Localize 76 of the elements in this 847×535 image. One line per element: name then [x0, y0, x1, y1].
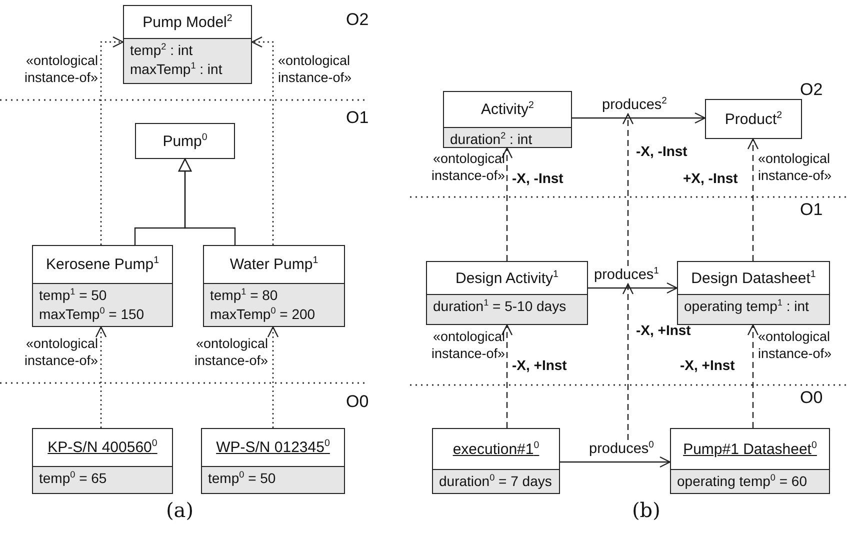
- level-label: O2: [800, 80, 823, 100]
- edge-label: -X, +Inst: [636, 322, 691, 339]
- association-arrow: [588, 282, 678, 294]
- dashed-arrow: [100, 36, 124, 245]
- annotation-text: +X, -Inst: [683, 170, 738, 186]
- class-name: Activity$^{2}$: [481, 101, 534, 118]
- dashed-arrow: [267, 326, 279, 428]
- dashed-arrow: [501, 147, 513, 261]
- level-label: O1: [346, 108, 369, 128]
- class-name: Pump$^{0}$: [162, 132, 208, 150]
- dashed-arrow: [622, 113, 634, 266]
- annotation-text: -X, +Inst: [512, 357, 567, 373]
- dashed-arrow: [622, 283, 634, 440]
- class-box: [32, 428, 173, 494]
- level-label: O2: [346, 10, 369, 30]
- attribute-text: duration$^{1}$ = 5-10 days: [433, 297, 568, 316]
- association-label: produces$^{2}$: [602, 96, 667, 114]
- edge-label: «ontological instance-of»: [193, 335, 268, 369]
- attribute-text: maxTemp$^{0}$ = 200: [210, 305, 316, 324]
- level-label: O0: [800, 388, 823, 408]
- class-box: [123, 5, 252, 84]
- association-arrow: [572, 112, 706, 124]
- level-label: O1: [800, 200, 823, 220]
- attribute-text: temp$^{1}$ = 50: [39, 286, 108, 305]
- class-name: Product$^{2}$: [724, 110, 782, 128]
- panel-caption: (b): [632, 498, 660, 522]
- edge-label: «ontological instance-of»: [758, 328, 833, 362]
- dashed-arrow: [501, 324, 513, 428]
- association-label: produces$^{1}$: [594, 266, 659, 284]
- association-label: produces$^{0}$: [589, 440, 654, 458]
- attribute-text: maxTemp$^{0}$ = 150: [39, 305, 146, 324]
- class-name: execution#1$^{0}$: [452, 440, 540, 458]
- dashed-arrow: [251, 36, 274, 245]
- dashed-arrow: [747, 138, 759, 261]
- class-name: Water Pump$^{1}$: [230, 256, 318, 273]
- class-box: [677, 261, 830, 325]
- annotation-text: -X, -Inst: [512, 170, 564, 186]
- class-name: KP-S/N 400560$^{0}$: [48, 439, 158, 456]
- attribute-text: temp$^{1}$ = 80: [210, 286, 279, 305]
- panel-caption: (a): [166, 498, 194, 522]
- class-box: [705, 99, 802, 139]
- class-box: [426, 261, 588, 325]
- attribute-text: duration$^{0}$ = 7 days: [439, 472, 553, 491]
- attribute-text: duration$^{2}$ : int: [450, 130, 534, 149]
- attribute-text: maxTemp$^{1}$ : int: [130, 60, 224, 79]
- annotation-text: -X, +Inst: [680, 357, 735, 373]
- attribute-text: operating temp$^{1}$ : int: [684, 297, 810, 316]
- class-box: [443, 91, 572, 148]
- class-box: [670, 428, 830, 494]
- generalization-arrow: [178, 158, 236, 245]
- class-box: [432, 428, 560, 494]
- class-box: [203, 245, 345, 327]
- attribute-text: operating temp$^{0}$ = 60: [677, 472, 808, 491]
- edge-label: «ontological instance-of»: [23, 335, 98, 369]
- attribute-text: temp$^{0}$ = 50: [208, 469, 277, 488]
- edge-label: «ontological instance-of»: [278, 52, 353, 86]
- edge-label: «ontological instance-of»: [430, 150, 505, 184]
- attribute-text: temp$^{0}$ = 65: [39, 469, 108, 488]
- class-name: WP-S/N 012345$^{0}$: [216, 439, 330, 456]
- edge-label: -X, -Inst: [636, 143, 688, 160]
- edge-label: «ontological instance-of»: [758, 150, 833, 184]
- attribute-text: temp$^{2}$ : int: [130, 41, 194, 60]
- edge-label: «ontological instance-of»: [23, 52, 98, 86]
- class-box: [135, 123, 235, 159]
- class-name: Pump#1 Datasheet$^{0}$: [683, 440, 817, 458]
- class-box: [32, 245, 173, 327]
- class-name: Pump Model$^{2}$: [142, 14, 232, 30]
- dashed-arrow: [747, 324, 759, 428]
- class-name: Design Datasheet$^{1}$: [691, 270, 816, 286]
- dashed-arrow: [95, 326, 107, 428]
- association-arrow: [560, 456, 671, 468]
- class-box: [201, 428, 345, 494]
- class-name: Kerosene Pump$^{1}$: [46, 256, 159, 273]
- class-name: Design Activity$^{1}$: [456, 270, 558, 286]
- edge-label: «ontological instance-of»: [430, 328, 505, 362]
- level-label: O0: [346, 392, 369, 412]
